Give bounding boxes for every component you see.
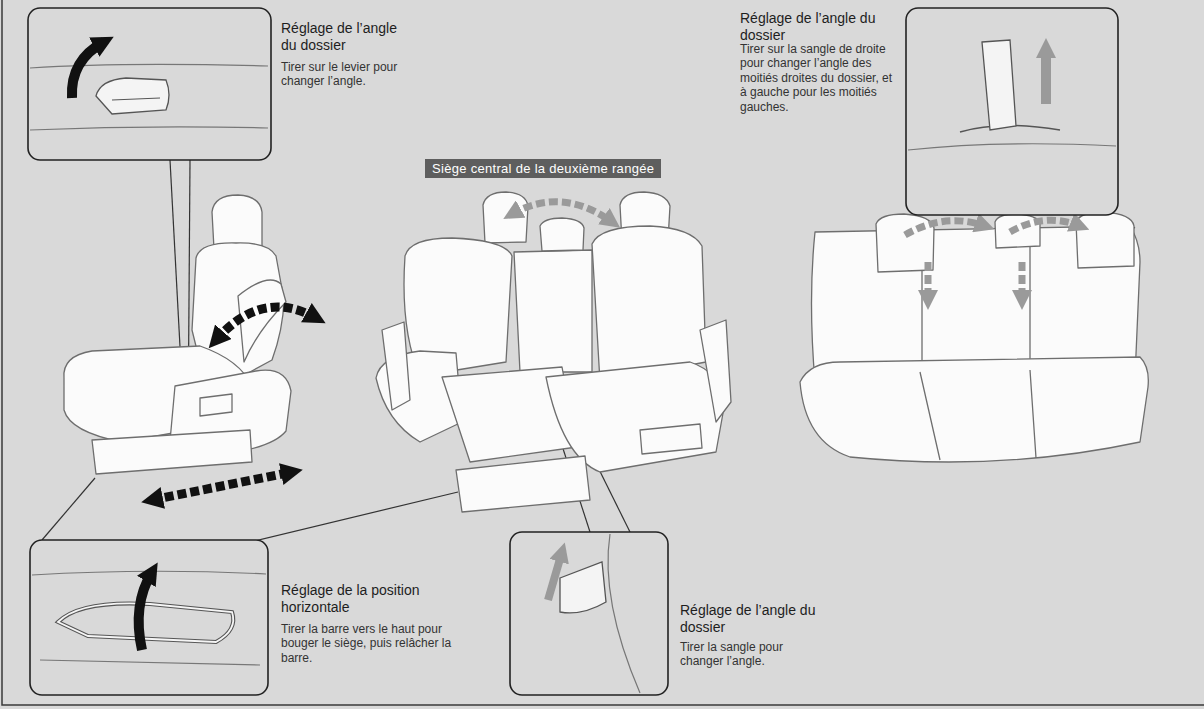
inset-panel xyxy=(906,8,1118,215)
inset-panel-part xyxy=(908,144,1116,150)
captain-seat-part xyxy=(212,195,262,249)
inset-panel-part xyxy=(40,660,260,665)
inset-panel-part xyxy=(58,603,233,642)
leader-line-part xyxy=(42,478,95,540)
inset-panel-part xyxy=(112,98,160,100)
second-row-seats-part xyxy=(700,320,731,422)
motion-arrow xyxy=(905,220,1080,300)
section-band: Siège central de la deuxième rangée xyxy=(425,159,661,178)
inset-panel-part xyxy=(139,572,152,650)
second-row-seats-part xyxy=(540,218,584,251)
inset-panel xyxy=(510,532,668,695)
second-row-seats-part xyxy=(456,456,590,512)
inset-panel-part xyxy=(30,540,268,695)
motion-arrow-part xyxy=(512,202,612,222)
third-row-bench-part xyxy=(800,357,1148,462)
motion-arrow-part xyxy=(905,221,985,235)
third-row-bench-part xyxy=(920,370,1036,460)
motion-arrow xyxy=(152,307,316,500)
inset-panel-part xyxy=(982,40,1016,130)
inset-panel-part xyxy=(1041,48,1051,104)
inset-panel-part xyxy=(28,8,271,160)
captain-seat xyxy=(64,195,291,474)
motion-arrow-part xyxy=(152,472,292,500)
inset-panel-part xyxy=(548,552,562,600)
second-row-seats-part xyxy=(640,424,702,454)
third-row-bench xyxy=(800,212,1148,462)
motion-arrow-part xyxy=(925,262,932,300)
inset-panel-part xyxy=(510,532,668,695)
inset-panel xyxy=(30,540,268,695)
callout-text: Tirer sur la sangle de droite pour chang… xyxy=(740,42,900,114)
callout-text: Tirer la sangle pour changer l’angle. xyxy=(680,640,820,669)
motion-arrow-part xyxy=(1010,220,1080,232)
callout-heading: Réglage de l’angle du dossier xyxy=(281,20,416,54)
inset-panel xyxy=(28,8,271,160)
inset-panel-part xyxy=(560,562,606,613)
second-row-seats xyxy=(376,192,731,512)
motion-arrow xyxy=(512,202,612,222)
captain-seat-part xyxy=(200,394,232,416)
inset-panel-part xyxy=(608,534,640,693)
callout-text: Tirer sur le levier pour changer l’angle… xyxy=(281,60,433,89)
third-row-bench-part xyxy=(922,230,1030,380)
section-title: Siège central de la deuxième rangée xyxy=(432,161,654,176)
second-row-seats-part xyxy=(592,226,706,382)
inset-panel-part xyxy=(30,127,268,130)
second-row-seats-part xyxy=(382,322,410,410)
callout-heading: Réglage de la position horizontale xyxy=(281,582,463,616)
leader-line-part xyxy=(250,492,458,542)
captain-seat-part xyxy=(92,430,252,474)
inset-panel-part xyxy=(30,64,268,68)
third-row-bench-part xyxy=(1076,212,1134,268)
inset-panel-part xyxy=(96,78,169,114)
inset-panel-part xyxy=(72,42,104,98)
second-row-seats-part xyxy=(514,250,592,372)
inset-panel-part xyxy=(906,8,1118,215)
motion-arrow-part xyxy=(216,307,316,340)
second-row-seats-part xyxy=(483,192,528,243)
callout-text: Tirer la barre vers le haut pour bouger … xyxy=(281,622,453,665)
inset-panel-part xyxy=(58,603,233,642)
second-row-seats-part xyxy=(546,362,725,472)
callout-heading: Réglage de l’angle du dossier xyxy=(740,10,900,44)
motion-arrow-part xyxy=(1019,262,1026,300)
captain-seat-part xyxy=(238,280,286,362)
callout-heading: Réglage de l’angle du dossier xyxy=(680,602,820,636)
